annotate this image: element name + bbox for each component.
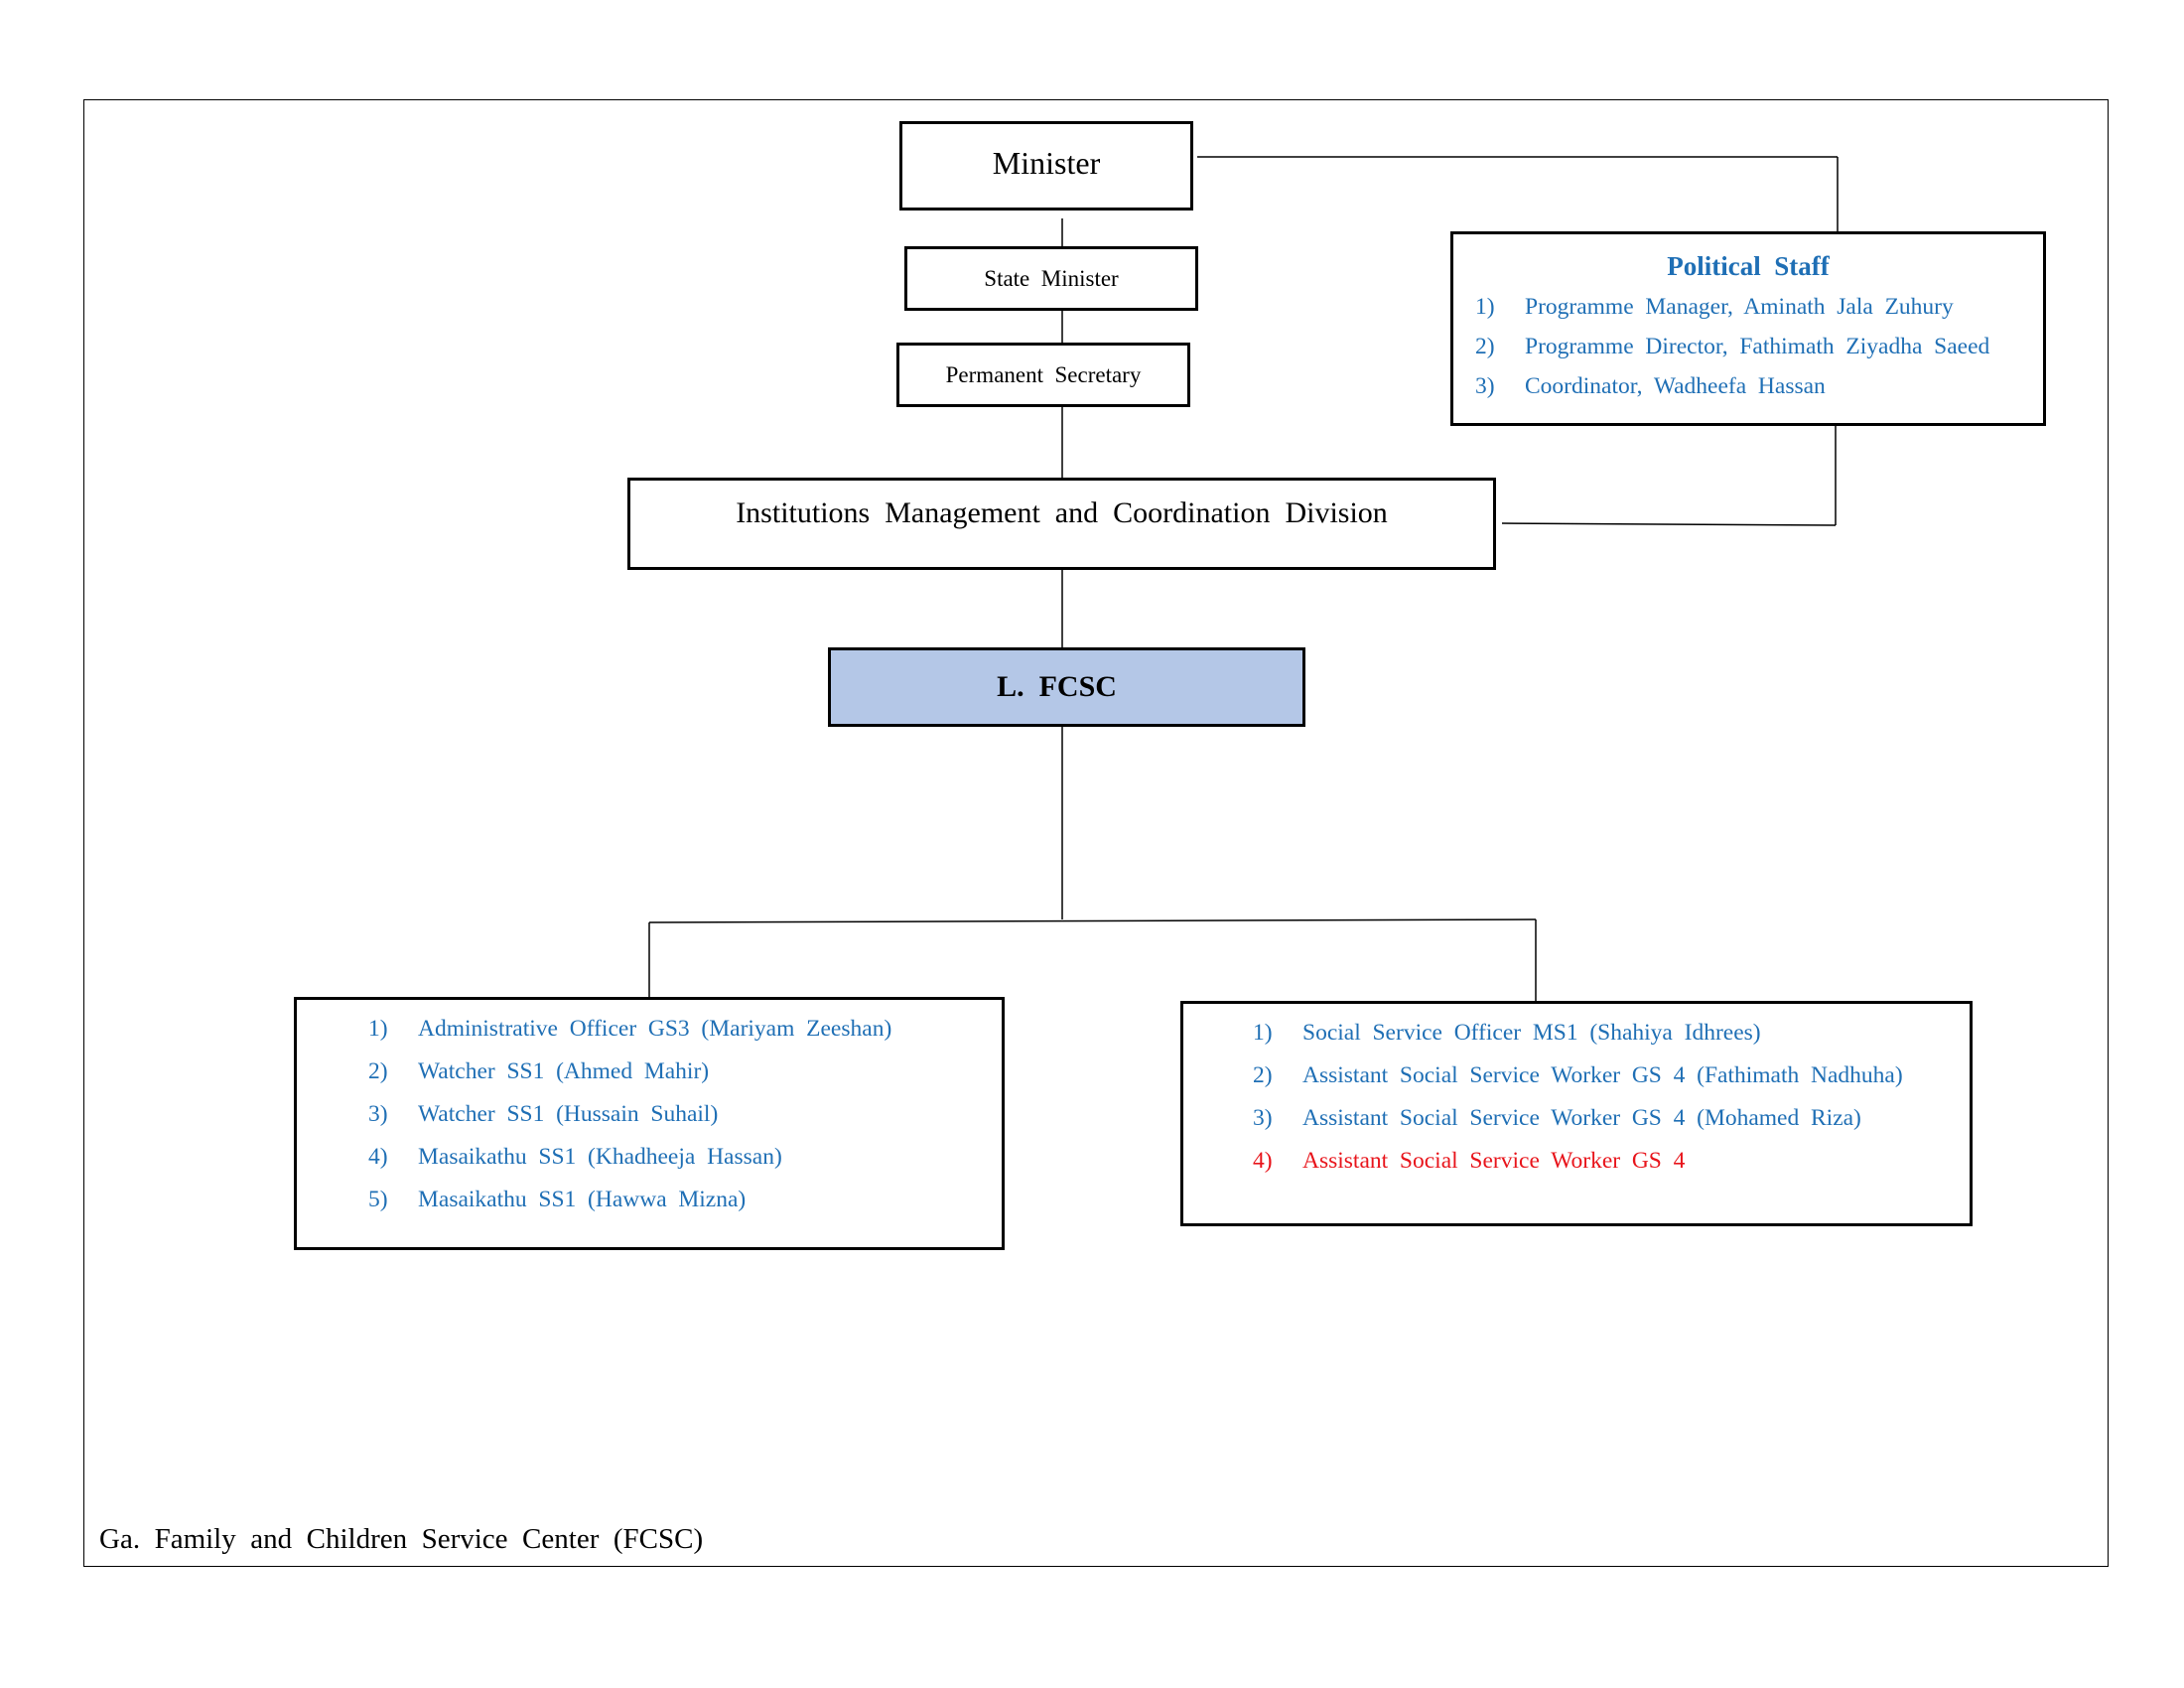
chart-frame bbox=[83, 99, 2109, 1567]
connector-branch-horizontal bbox=[648, 918, 1537, 923]
list-item: 1)Programme Manager, Aminath Jala Zuhury bbox=[1475, 294, 1954, 320]
fcsc-box: L. FCSC bbox=[828, 647, 1305, 727]
list-item: 1)Administrative Officer GS3 (Mariyam Ze… bbox=[368, 1016, 892, 1042]
permanent-secretary-label: Permanent Secretary bbox=[945, 361, 1142, 387]
list-item-vacant: 4)Assistant Social Service Worker GS 4 bbox=[1253, 1148, 1686, 1174]
chart-caption: Ga. Family and Children Service Center (… bbox=[99, 1523, 704, 1555]
permanent-secretary-box: Permanent Secretary bbox=[896, 343, 1190, 407]
division-label: Institutions Management and Coordination… bbox=[736, 496, 1388, 529]
list-item: 4)Masaikathu SS1 (Khadheeja Hassan) bbox=[368, 1144, 782, 1170]
list-item: 2)Assistant Social Service Worker GS 4 (… bbox=[1253, 1062, 1903, 1088]
connector-political-division-h bbox=[1501, 522, 1837, 526]
left-staff-box: 1)Administrative Officer GS3 (Mariyam Ze… bbox=[294, 997, 1005, 1250]
political-staff-box: Political Staff 1)Programme Manager, Ami… bbox=[1450, 231, 2046, 426]
list-item: 1)Social Service Officer MS1 (Shahiya Id… bbox=[1253, 1020, 1761, 1046]
right-staff-box: 1)Social Service Officer MS1 (Shahiya Id… bbox=[1180, 1001, 1973, 1226]
list-item: 5)Masaikathu SS1 (Hawwa Mizna) bbox=[368, 1187, 747, 1212]
division-box: Institutions Management and Coordination… bbox=[627, 478, 1496, 570]
right-staff-list: 1)Social Service Officer MS1 (Shahiya Id… bbox=[1253, 1020, 1903, 1191]
state-minister-box: State Minister bbox=[904, 246, 1198, 311]
fcsc-label: L. FCSC bbox=[997, 670, 1117, 703]
political-staff-title: Political Staff bbox=[1667, 251, 1830, 281]
minister-box: Minister bbox=[899, 121, 1193, 211]
list-item: 3)Coordinator, Wadheefa Hassan bbox=[1475, 373, 1826, 399]
minister-label: Minister bbox=[992, 144, 1101, 181]
state-minister-label: State Minister bbox=[984, 265, 1119, 291]
list-item: 2)Programme Director, Fathimath Ziyadha … bbox=[1475, 334, 1990, 359]
political-staff-list: 1)Programme Manager, Aminath Jala Zuhury… bbox=[1475, 294, 1989, 413]
list-item: 3)Watcher SS1 (Hussain Suhail) bbox=[368, 1101, 719, 1127]
list-item: 3)Assistant Social Service Worker GS 4 (… bbox=[1253, 1105, 1861, 1131]
left-staff-list: 1)Administrative Officer GS3 (Mariyam Ze… bbox=[368, 1016, 891, 1229]
list-item: 2)Watcher SS1 (Ahmed Mahir) bbox=[368, 1058, 710, 1084]
